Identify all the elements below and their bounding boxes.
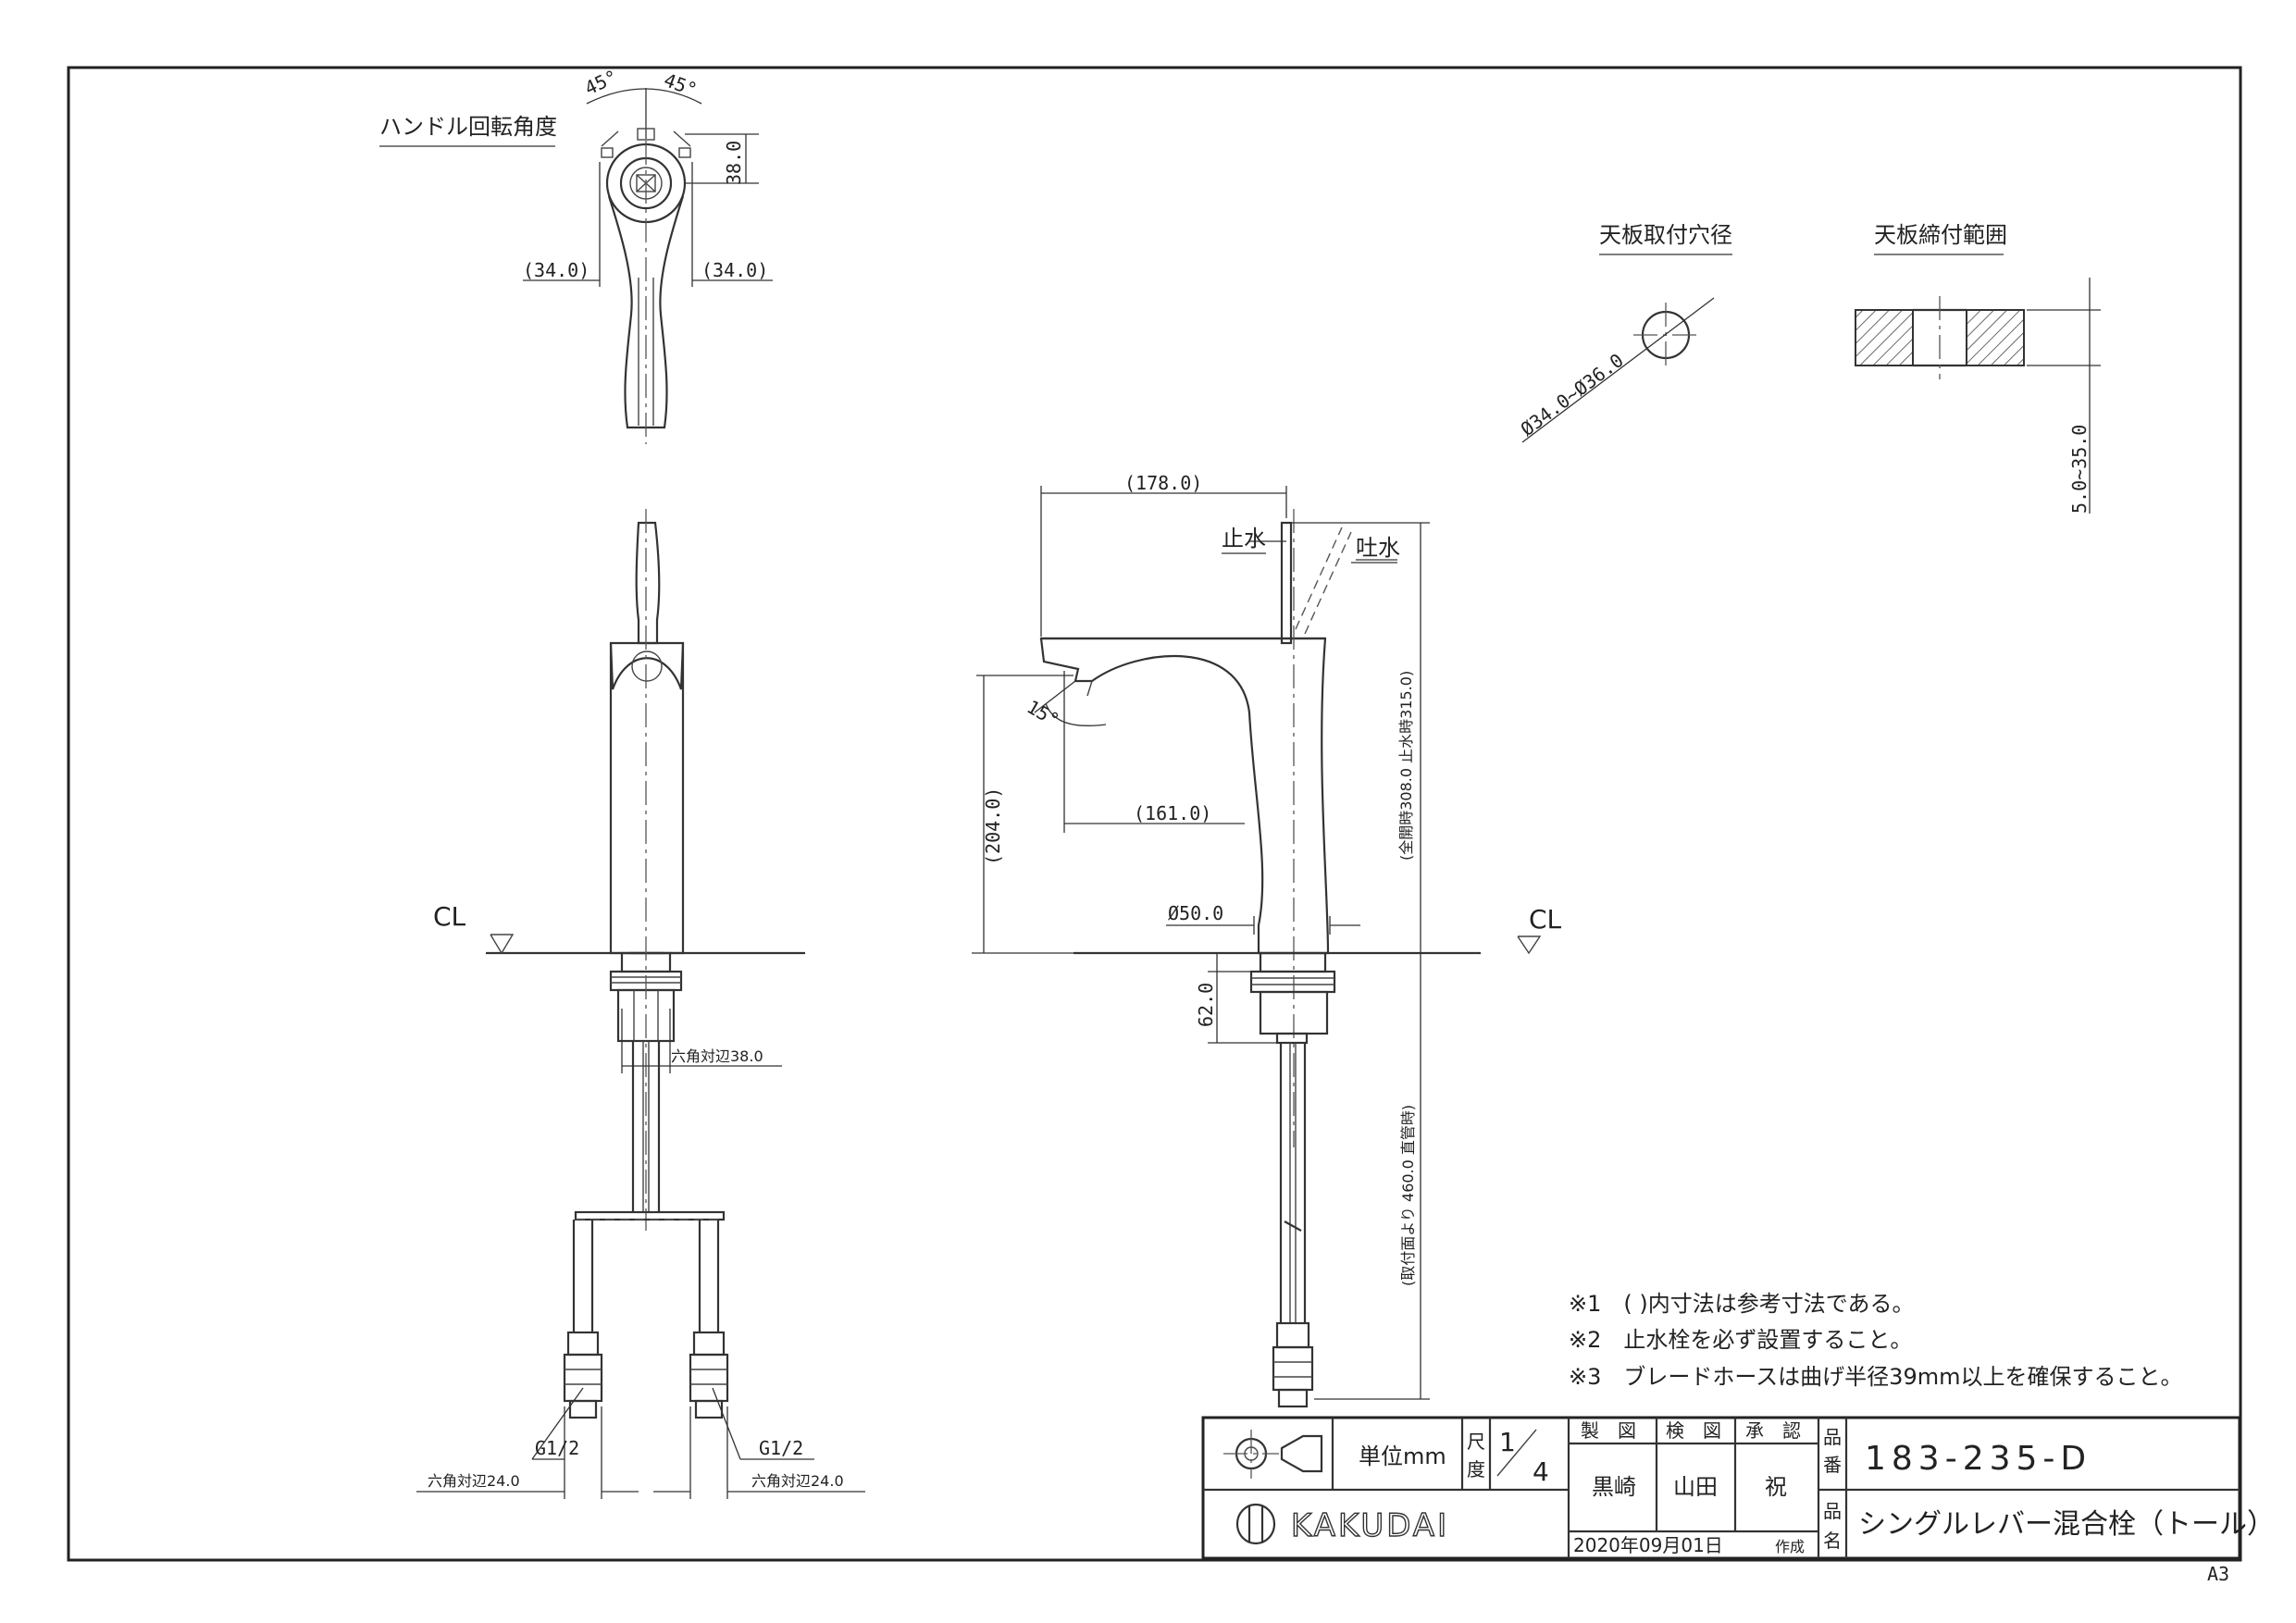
scale-label-a: 尺 [1467,1431,1485,1453]
cl-right-label: CL [1529,904,1562,935]
dim-204-label: (204.0) [982,787,1004,865]
hole-dim-label: Ø34.0~Ø36.0 [1517,349,1628,440]
scale-denominator: 4 [1533,1456,1549,1487]
name-label-b: 名 [1823,1530,1842,1552]
clamp-dim-label: 5.0~35.0 [2068,425,2091,514]
header-approve: 承 認 [1745,1419,1801,1442]
hex38-label: 六角対辺38.0 [671,1047,763,1065]
approver-name: 祝 [1765,1474,1787,1500]
handle-top-view [523,88,773,444]
hole-label: 天板取付穴径 [1599,222,1732,248]
part-no-label-a: 品 [1823,1426,1842,1448]
stop-label: 止水 [1222,526,1266,551]
front-view [416,509,865,1499]
header-draw: 製 図 [1581,1419,1636,1442]
clamp-label: 天板締付範囲 [1874,222,2007,248]
header-check: 検 図 [1666,1419,1721,1442]
clamp-range-view [1855,254,2101,514]
note-1: ※1 ( )内寸法は参考寸法である。 [1569,1291,1915,1317]
scale-label-b: 度 [1467,1458,1485,1481]
hex24-left-label: 六角対辺24.0 [428,1472,520,1490]
name-label-a: 品 [1823,1500,1842,1522]
note-3: ※3 ブレードホースは曲げ半径39mm以上を確保すること。 [1569,1364,2182,1390]
checker-name: 山田 [1673,1474,1718,1500]
sheet-size-label: A3 [2207,1563,2229,1585]
g12-right-label: G1/2 [759,1437,803,1459]
handle-rotation-label: ハンドル回転角度 [379,114,557,140]
spout-label: 吐水 [1356,535,1400,561]
date-suffix: 作成 [1775,1538,1805,1555]
scale-numerator: 1 [1499,1427,1516,1457]
side-view [972,486,1542,1408]
drawing-border [67,66,2242,1562]
cl-left-label: CL [433,901,466,932]
dim-460-label: (取付面より 460.0 直管時) [1399,1105,1417,1286]
unit-label: 単位mm [1359,1443,1446,1469]
creation-date: 2020年09月01日 [1573,1534,1723,1556]
dim-phi50-label: Ø50.0 [1168,902,1223,924]
angle-right-label: 45° [661,68,700,101]
g12-left-label: G1/2 [535,1437,579,1459]
title-block-frame [1201,1416,2241,1560]
drawer-name: 黒崎 [1592,1474,1636,1500]
hex24-right-label: 六角対辺24.0 [751,1472,844,1490]
angle-left-label: 45° [581,66,621,100]
dim-161-label: (161.0) [1134,802,1211,824]
dim-height-label: (全開時308.0 止水時315.0) [1397,671,1415,861]
part-no-label-b: 番 [1823,1454,1842,1476]
dim-38-label: 38.0 [723,141,745,185]
dim-34-left-label: (34.0) [523,259,590,281]
product-name: シングルレバー混合栓（トール） [1858,1508,2275,1541]
hole-diameter-view [1521,254,1732,443]
dim-178-label: (178.0) [1124,472,1202,494]
dim-62-label: 62.0 [1195,983,1217,1027]
company-logo-text: KAKUDAI [1291,1507,1449,1544]
note-2: ※2 止水栓を必ず設置すること。 [1569,1327,1912,1353]
angle-15-label: 15° [1024,696,1063,732]
dim-34-right-label: (34.0) [701,259,768,281]
part-number: 183-235-D [1865,1440,2091,1478]
